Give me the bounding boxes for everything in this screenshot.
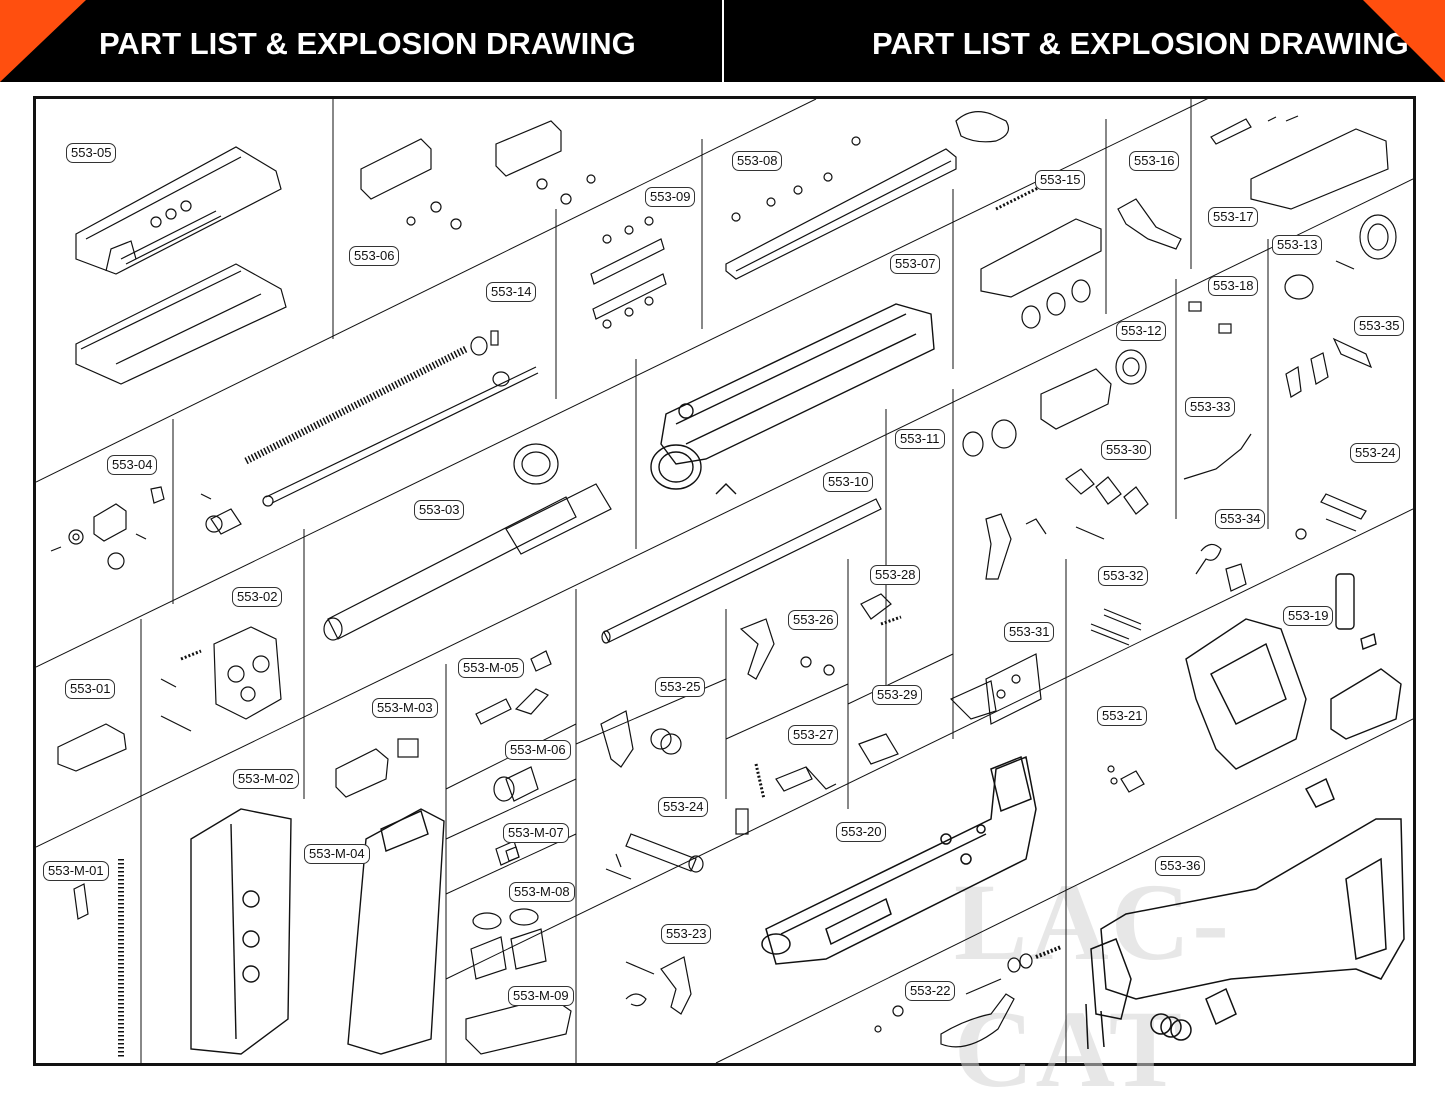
part-label-553-17: 553-17: [1208, 207, 1259, 227]
part-rail-plates: [590, 216, 667, 329]
part-sear: [739, 593, 902, 680]
part-label-553-29: 553-29: [872, 685, 923, 705]
header-title-left: PART LIST & EXPLOSION DRAWING: [99, 26, 636, 61]
part-mag-valves: [465, 840, 572, 1055]
part-gas-tube: [601, 498, 882, 644]
part-label-553-10: 553-10: [823, 472, 874, 492]
part-label-553-27: 553-27: [788, 725, 839, 745]
part-small-21: [1107, 765, 1145, 793]
part-label-553-09: 553-09: [645, 187, 696, 207]
part-label-553-23: 553-23: [661, 924, 712, 944]
part-label-553-19: 553-19: [1283, 606, 1334, 626]
part-lower-receiver: [761, 755, 1037, 965]
part-flash-hider: [1188, 214, 1397, 334]
part-front-cap: [57, 723, 127, 772]
accent-triangle-right: [1363, 0, 1445, 82]
part-label-553-05: 553-05: [66, 143, 117, 163]
part-label-553-01: 553-01: [65, 679, 116, 699]
panel-dividers: [36, 99, 1413, 1063]
part-pins-24: [605, 833, 704, 880]
part-top-rail: [725, 111, 1009, 280]
part-hop-chamber: [160, 626, 282, 732]
part-label-553-32: 553-32: [1098, 566, 1149, 586]
part-label-553-07: 553-07: [890, 254, 941, 274]
part-label-553-m-02: 553-M-02: [233, 769, 299, 789]
part-label-553-25: 553-25: [655, 677, 706, 697]
part-label-553-22: 553-22: [905, 981, 956, 1001]
part-label-553-24: 553-24: [1350, 443, 1401, 463]
part-handguard: [75, 146, 287, 385]
part-label-553-02: 553-02: [232, 587, 283, 607]
part-small-block: [50, 486, 165, 570]
part-label-553-12: 553-12: [1116, 321, 1167, 341]
part-label-553-03: 553-03: [414, 500, 465, 520]
header-banner-left: PART LIST & EXPLOSION DRAWING: [0, 0, 722, 82]
part-upper-receiver: [650, 303, 935, 495]
part-label-553-m-09: 553-M-09: [508, 986, 574, 1006]
part-magazine-m02: [190, 808, 292, 1055]
part-stock: [1085, 777, 1405, 1050]
part-mag-spring: [73, 859, 124, 1059]
part-label-553-20: 553-20: [836, 822, 887, 842]
part-pistol-grip: [1185, 573, 1402, 770]
accent-triangle-left: [0, 0, 86, 82]
part-label-553-35: 553-35: [1354, 316, 1405, 336]
part-label-553-08: 553-08: [732, 151, 783, 171]
part-bolt-nozzle: [980, 177, 1102, 329]
part-label-553-18: 553-18: [1208, 276, 1259, 296]
part-hop-up: [962, 349, 1147, 457]
part-magazine-m04: [347, 808, 445, 1055]
part-label-553-04: 553-04: [107, 455, 158, 475]
part-label-553-31: 553-31: [1004, 622, 1055, 642]
part-label-553-m-05: 553-M-05: [458, 658, 524, 678]
part-label-553-34: 553-34: [1215, 509, 1266, 529]
part-label-553-m-03: 553-M-03: [372, 698, 438, 718]
exploded-view-drawing: [36, 99, 1413, 1063]
part-label-553-15: 553-15: [1035, 170, 1086, 190]
part-rear-housing: [1210, 115, 1389, 210]
part-label-553-m-08: 553-M-08: [509, 882, 575, 902]
part-trigger-guard: [874, 945, 1062, 1048]
part-label-553-33: 553-33: [1185, 397, 1236, 417]
part-recoil-spring: [244, 330, 539, 507]
part-selector: [1285, 337, 1373, 398]
header-banner-right: PART LIST & EXPLOSION DRAWING: [724, 0, 1445, 82]
part-label-553-30: 553-30: [1101, 440, 1152, 460]
part-label-553-11: 553-11: [895, 429, 945, 449]
watermark: LAC-CAT: [954, 861, 1231, 1110]
part-mag-small-parts: [335, 650, 552, 862]
part-trigger-23: [625, 956, 692, 1015]
part-torsion-spring: [1195, 543, 1247, 592]
part-hammer-spring: [600, 710, 682, 768]
diagram-frame: LAC-CAT: [33, 96, 1416, 1110]
part-barrel: [200, 443, 612, 641]
part-label-553-14: 553-14: [486, 282, 537, 302]
part-label-553-13: 553-13: [1272, 235, 1323, 255]
header-title-right: PART LIST & EXPLOSION DRAWING: [872, 26, 1409, 61]
part-trigger-pins: [985, 468, 1149, 580]
part-pins-32: [1090, 608, 1142, 646]
part-label-553-28: 553-28: [870, 565, 921, 585]
part-label-553-36: 553-36: [1155, 856, 1206, 876]
part-label-553-m-06: 553-M-06: [505, 740, 571, 760]
part-label-553-m-01: 553-M-01: [43, 861, 109, 881]
part-label-553-m-04: 553-M-04: [304, 844, 370, 864]
part-rail-segments: [360, 120, 596, 230]
part-label-553-24: 553-24: [658, 797, 709, 817]
part-label-553-21: 553-21: [1097, 706, 1148, 726]
part-label-553-06: 553-06: [349, 246, 400, 266]
part-label-553-m-07: 553-M-07: [503, 823, 569, 843]
part-lever-29: [735, 733, 899, 835]
part-wire-spring: [1183, 433, 1252, 480]
part-pins-right: [1295, 493, 1367, 540]
part-charging-handle: [1117, 198, 1182, 250]
part-label-553-16: 553-16: [1129, 151, 1180, 171]
part-trigger-box: [949, 653, 1042, 725]
part-label-553-26: 553-26: [788, 610, 839, 630]
